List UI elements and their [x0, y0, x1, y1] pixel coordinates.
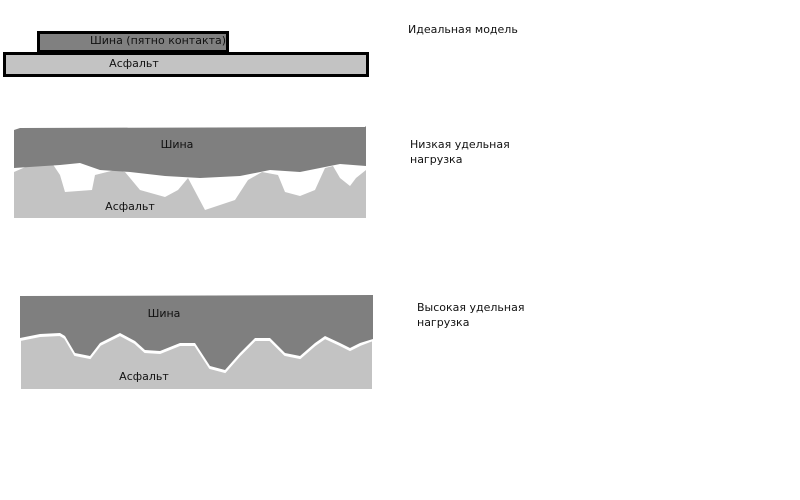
ideal-caption: Идеальная модель — [408, 23, 518, 36]
low-load-tire-label: Шина — [160, 138, 194, 151]
high-load-tire-label: Шина — [147, 307, 181, 320]
high-load-tire — [20, 295, 373, 370]
low-load-asphalt — [14, 163, 366, 218]
ideal-asphalt-label: Асфальт — [109, 57, 159, 70]
low-load-asphalt-label: Асфальт — [105, 200, 155, 213]
low-load-caption-line2: нагрузка — [410, 153, 463, 166]
high-load-asphalt — [19, 333, 374, 391]
high-load-asphalt-label: Асфальт — [119, 370, 169, 383]
high-load-caption-line2: нагрузка — [417, 316, 470, 329]
low-load-caption-line1: Низкая удельная — [410, 138, 510, 151]
ideal-tire-label: Шина (пятно контакта) — [89, 34, 227, 47]
high-load-caption-line1: Высокая удельная — [417, 301, 525, 314]
low-load-tire — [14, 126, 366, 178]
ideal-tire-block — [37, 31, 229, 53]
ideal-asphalt-block — [3, 52, 369, 77]
